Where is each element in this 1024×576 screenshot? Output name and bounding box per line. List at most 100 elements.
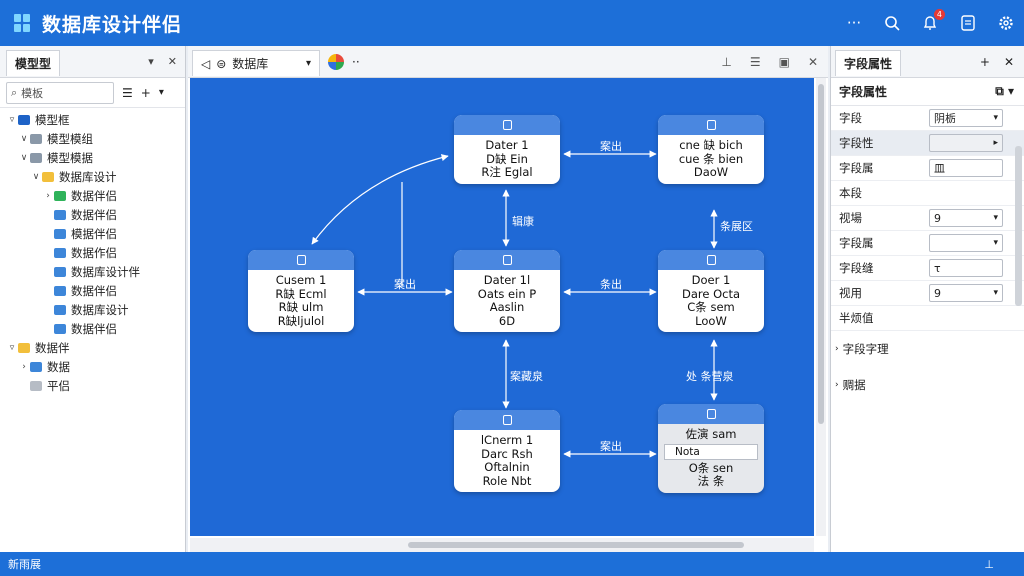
tree-item[interactable]: 数据伴侣 bbox=[0, 205, 185, 224]
title-bar: 数据库设计伴侣 ··· 4 bbox=[0, 0, 1024, 46]
property-section[interactable]: ›赒据 bbox=[831, 367, 1024, 403]
entity-field: Aaslin bbox=[489, 300, 525, 314]
tree-item[interactable]: 数据伴侣 bbox=[0, 281, 185, 300]
pin-icon[interactable]: ⊥ bbox=[721, 54, 732, 69]
entity-card[interactable]: Dater 1 D缺 Ein R注 Eglal bbox=[454, 115, 560, 184]
property-row: 字段性▸ bbox=[831, 131, 1024, 156]
gear-icon[interactable] bbox=[996, 13, 1016, 33]
property-select[interactable]: 阴栃▾ bbox=[929, 109, 1003, 127]
property-value: 阴栃 bbox=[934, 112, 956, 125]
table-icon bbox=[54, 247, 66, 258]
entity-field: 6D bbox=[498, 313, 516, 328]
property-input[interactable]: 皿 bbox=[929, 159, 1003, 177]
relation-label: 辑康 bbox=[512, 215, 534, 228]
entity-card[interactable]: Dater 1l Oats ein P Aaslin 6D bbox=[454, 250, 560, 332]
entity-field: R缺ljulol bbox=[277, 313, 325, 328]
close-icon[interactable]: ✕ bbox=[807, 54, 818, 69]
relation-label: 条展区 bbox=[720, 220, 753, 233]
table-icon bbox=[502, 255, 512, 265]
list-icon[interactable]: ☰ bbox=[749, 54, 761, 69]
tree-item[interactable]: ∨数据库设计 bbox=[0, 167, 185, 186]
bell-icon[interactable]: 4 bbox=[920, 9, 945, 33]
tree-item-label: 数据伴侣 bbox=[71, 321, 117, 336]
tree-item[interactable]: 数据作侣 bbox=[0, 243, 185, 262]
tree-item[interactable]: ∨模型模据 bbox=[0, 148, 185, 167]
properties-scrollbar[interactable] bbox=[1015, 146, 1022, 306]
tree-item[interactable]: 模据伴侣 bbox=[0, 224, 185, 243]
layout-icon[interactable]: ⧉ ▾ bbox=[995, 84, 1014, 98]
close-icon[interactable]: ✕ bbox=[167, 55, 177, 68]
tree-item[interactable]: 数据库设计伴 bbox=[0, 262, 185, 281]
horizontal-scrollbar[interactable] bbox=[190, 538, 814, 552]
property-row: 本段 bbox=[831, 181, 1024, 206]
entity-field: Role Nbt bbox=[482, 473, 532, 488]
green-icon bbox=[54, 190, 66, 201]
expand-toggle-icon[interactable]: ▿ bbox=[9, 114, 15, 125]
property-value: 9 bbox=[934, 286, 941, 300]
chevron-down-icon[interactable]: ▾ bbox=[148, 55, 154, 68]
model-tab[interactable]: 模型型 bbox=[6, 50, 61, 76]
chevron-right-icon: › bbox=[835, 380, 839, 390]
browser-icon[interactable] bbox=[328, 53, 344, 70]
entity-card[interactable]: Cusem 1 R缺 Ecml R缺 ulm R缺ljulol bbox=[248, 250, 354, 332]
document-icon[interactable] bbox=[958, 13, 978, 33]
tree-item[interactable]: ▿模型框 bbox=[0, 110, 185, 129]
search-icon: ⌕ bbox=[11, 85, 18, 99]
property-select[interactable]: 9▾ bbox=[929, 209, 1003, 227]
entity-card[interactable]: Doer 1 Dare Octa C条 sem LooW bbox=[658, 250, 764, 332]
chevron-right-icon: ▸ bbox=[993, 138, 998, 148]
table-icon bbox=[54, 304, 66, 315]
search-icon[interactable] bbox=[882, 13, 902, 33]
editor-tab[interactable]: ◁ ⊜ 数据库 ▾ bbox=[192, 50, 320, 76]
tree-item[interactable]: 平侣 bbox=[0, 376, 185, 395]
more-icon[interactable]: ·· bbox=[352, 54, 360, 69]
more-icon[interactable]: ··· bbox=[846, 14, 862, 32]
entity-field: R注 Eglal bbox=[481, 165, 533, 179]
property-label: 字段缝 bbox=[839, 261, 874, 275]
vertical-scrollbar[interactable] bbox=[816, 78, 826, 536]
add-icon[interactable]: + bbox=[140, 85, 151, 100]
property-section[interactable]: ›字段字理 bbox=[831, 331, 1024, 367]
model-search-input[interactable]: ⌕ 模板 bbox=[6, 81, 114, 104]
property-row: 半烦值 bbox=[831, 306, 1024, 331]
diagram-canvas[interactable]: Dater 1 D缺 Ein R注 Eglal cne 缺 bich cue 条… bbox=[190, 78, 814, 536]
entity-card[interactable]: lCnerm 1 Darc Rsh Oftalnin Role Nbt bbox=[454, 410, 560, 492]
chevron-down-icon[interactable]: ▾ bbox=[158, 87, 164, 98]
tree-item-label: 模型模组 bbox=[47, 131, 93, 146]
close-icon[interactable]: ✕ bbox=[1003, 54, 1014, 69]
expand-toggle-icon[interactable]: › bbox=[22, 361, 26, 372]
tree-item[interactable]: ›数据伴侣 bbox=[0, 186, 185, 205]
tree-item[interactable]: 数据伴侣 bbox=[0, 319, 185, 338]
tree-item[interactable]: ∨ 模型模组 bbox=[0, 129, 185, 148]
property-row: 视用 9▾ bbox=[831, 281, 1024, 306]
tree-item[interactable]: ›数据 bbox=[0, 357, 185, 376]
entity-card[interactable]: cne 缺 bich cue 条 bien DaoW bbox=[658, 115, 764, 184]
tree-item-label: 数据作侣 bbox=[71, 245, 117, 260]
entity-field: LooW bbox=[695, 313, 727, 328]
property-input[interactable]: ▸ bbox=[929, 134, 1003, 152]
expand-toggle-icon[interactable]: ∨ bbox=[20, 152, 28, 163]
expand-toggle-icon[interactable]: ∨ bbox=[32, 171, 40, 182]
expand-toggle-icon[interactable]: › bbox=[46, 190, 50, 201]
property-input[interactable]: τ bbox=[929, 259, 1003, 277]
relation-label: 条出 bbox=[600, 278, 622, 291]
table-icon bbox=[54, 228, 66, 239]
window-icon[interactable]: ▣ bbox=[778, 54, 790, 69]
tree-item[interactable]: 数据库设计 bbox=[0, 300, 185, 319]
expand-toggle-icon[interactable]: ∨ bbox=[20, 133, 28, 144]
property-label: 视用 bbox=[839, 286, 862, 300]
properties-tab[interactable]: 字段属性 bbox=[835, 50, 902, 76]
filter-icon[interactable]: ☰ bbox=[122, 85, 133, 100]
tree-item[interactable]: ▿数据伴 bbox=[0, 338, 185, 357]
expand-toggle-icon[interactable]: ▿ bbox=[9, 342, 15, 353]
add-icon[interactable]: + bbox=[979, 54, 990, 69]
back-icon[interactable]: ◁ bbox=[201, 56, 211, 71]
property-select[interactable]: 9▾ bbox=[929, 284, 1003, 302]
chevron-down-icon[interactable]: ▾ bbox=[305, 58, 311, 69]
model-explorer-panel: 模型型 ▾ ✕ ⌕ 模板 ☰ + ▾ ▿模型框∨模型模组∨模型模据∨数据库设计›… bbox=[0, 46, 186, 552]
entity-card-selected[interactable]: 佐演 sam Nota O条 sen 法 条 bbox=[658, 404, 764, 493]
resize-icon[interactable]: ⊥ bbox=[984, 557, 994, 571]
relation-label: 案出 bbox=[600, 440, 622, 453]
property-select[interactable]: ▾ bbox=[929, 234, 1003, 252]
field-edit-input[interactable]: Nota bbox=[664, 443, 758, 460]
